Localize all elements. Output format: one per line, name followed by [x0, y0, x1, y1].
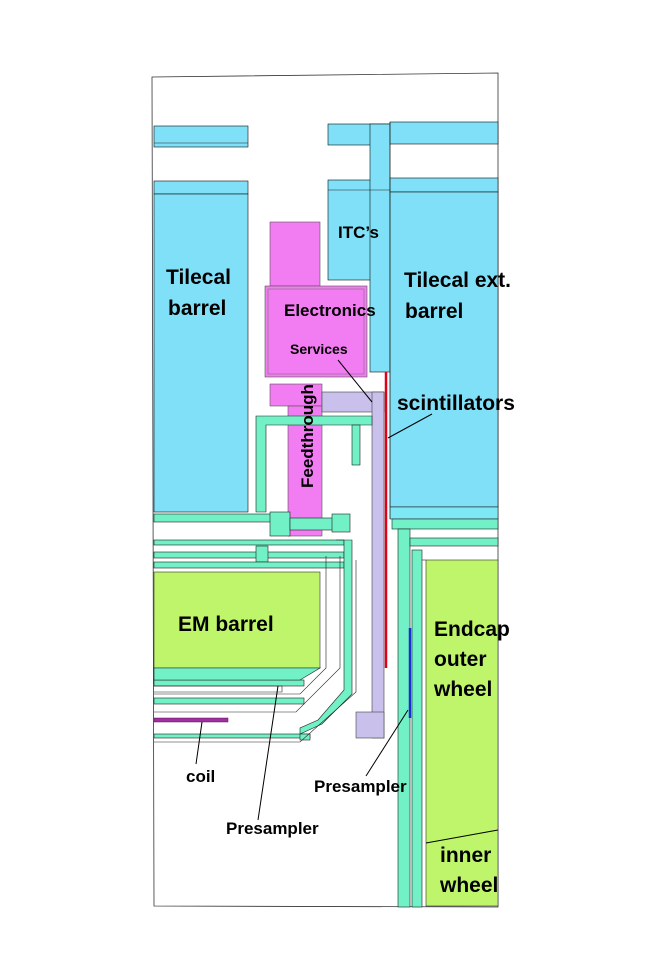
itcs-label: ITC’s	[338, 223, 379, 242]
inner-wheel-label-line1: inner	[440, 844, 491, 867]
feedthrough-label: Feedthrough	[298, 384, 317, 488]
inner-wheel-label-line2: wheel	[439, 874, 498, 897]
em-barrel	[153, 571, 322, 693]
itc-block	[327, 123, 391, 373]
endcap-label-line2: outer	[434, 648, 487, 671]
em-barrel-label: EM barrel	[178, 613, 274, 636]
presampler-endcap-label: Presampler	[314, 777, 407, 796]
tilecal-ext-barrel-label-line1: Tilecal ext.	[404, 269, 511, 292]
tilecal-barrel	[153, 125, 249, 513]
presampler-barrel-leader	[257, 685, 279, 821]
cryostat-walls	[153, 415, 499, 908]
endcap-em	[422, 559, 499, 907]
electronics-block	[264, 221, 368, 378]
services-label: Services	[290, 341, 348, 357]
tilecal-ext-barrel-label-line2: barrel	[405, 300, 463, 323]
presampler-endcap-leader	[365, 709, 409, 777]
scintillators-label: scintillators	[397, 392, 515, 415]
scintillators-leader	[387, 413, 433, 439]
tilecal-ext-barrel	[389, 121, 499, 520]
coil-label: coil	[186, 767, 215, 786]
electronics-label: Electronics	[284, 301, 376, 320]
frame	[151, 72, 499, 908]
coil-leader	[195, 721, 203, 765]
endcap-label-line3: wheel	[433, 678, 492, 701]
feedthrough	[269, 383, 323, 537]
presampler-barrel-label: Presampler	[226, 819, 319, 838]
coil-bar	[153, 717, 229, 723]
endcap-label-line1: Endcap	[434, 618, 510, 641]
tilecal-barrel-label-line2: barrel	[168, 297, 226, 320]
tilecal-barrel-label-line1: Tilecal	[166, 266, 231, 289]
services-leader	[337, 359, 373, 403]
